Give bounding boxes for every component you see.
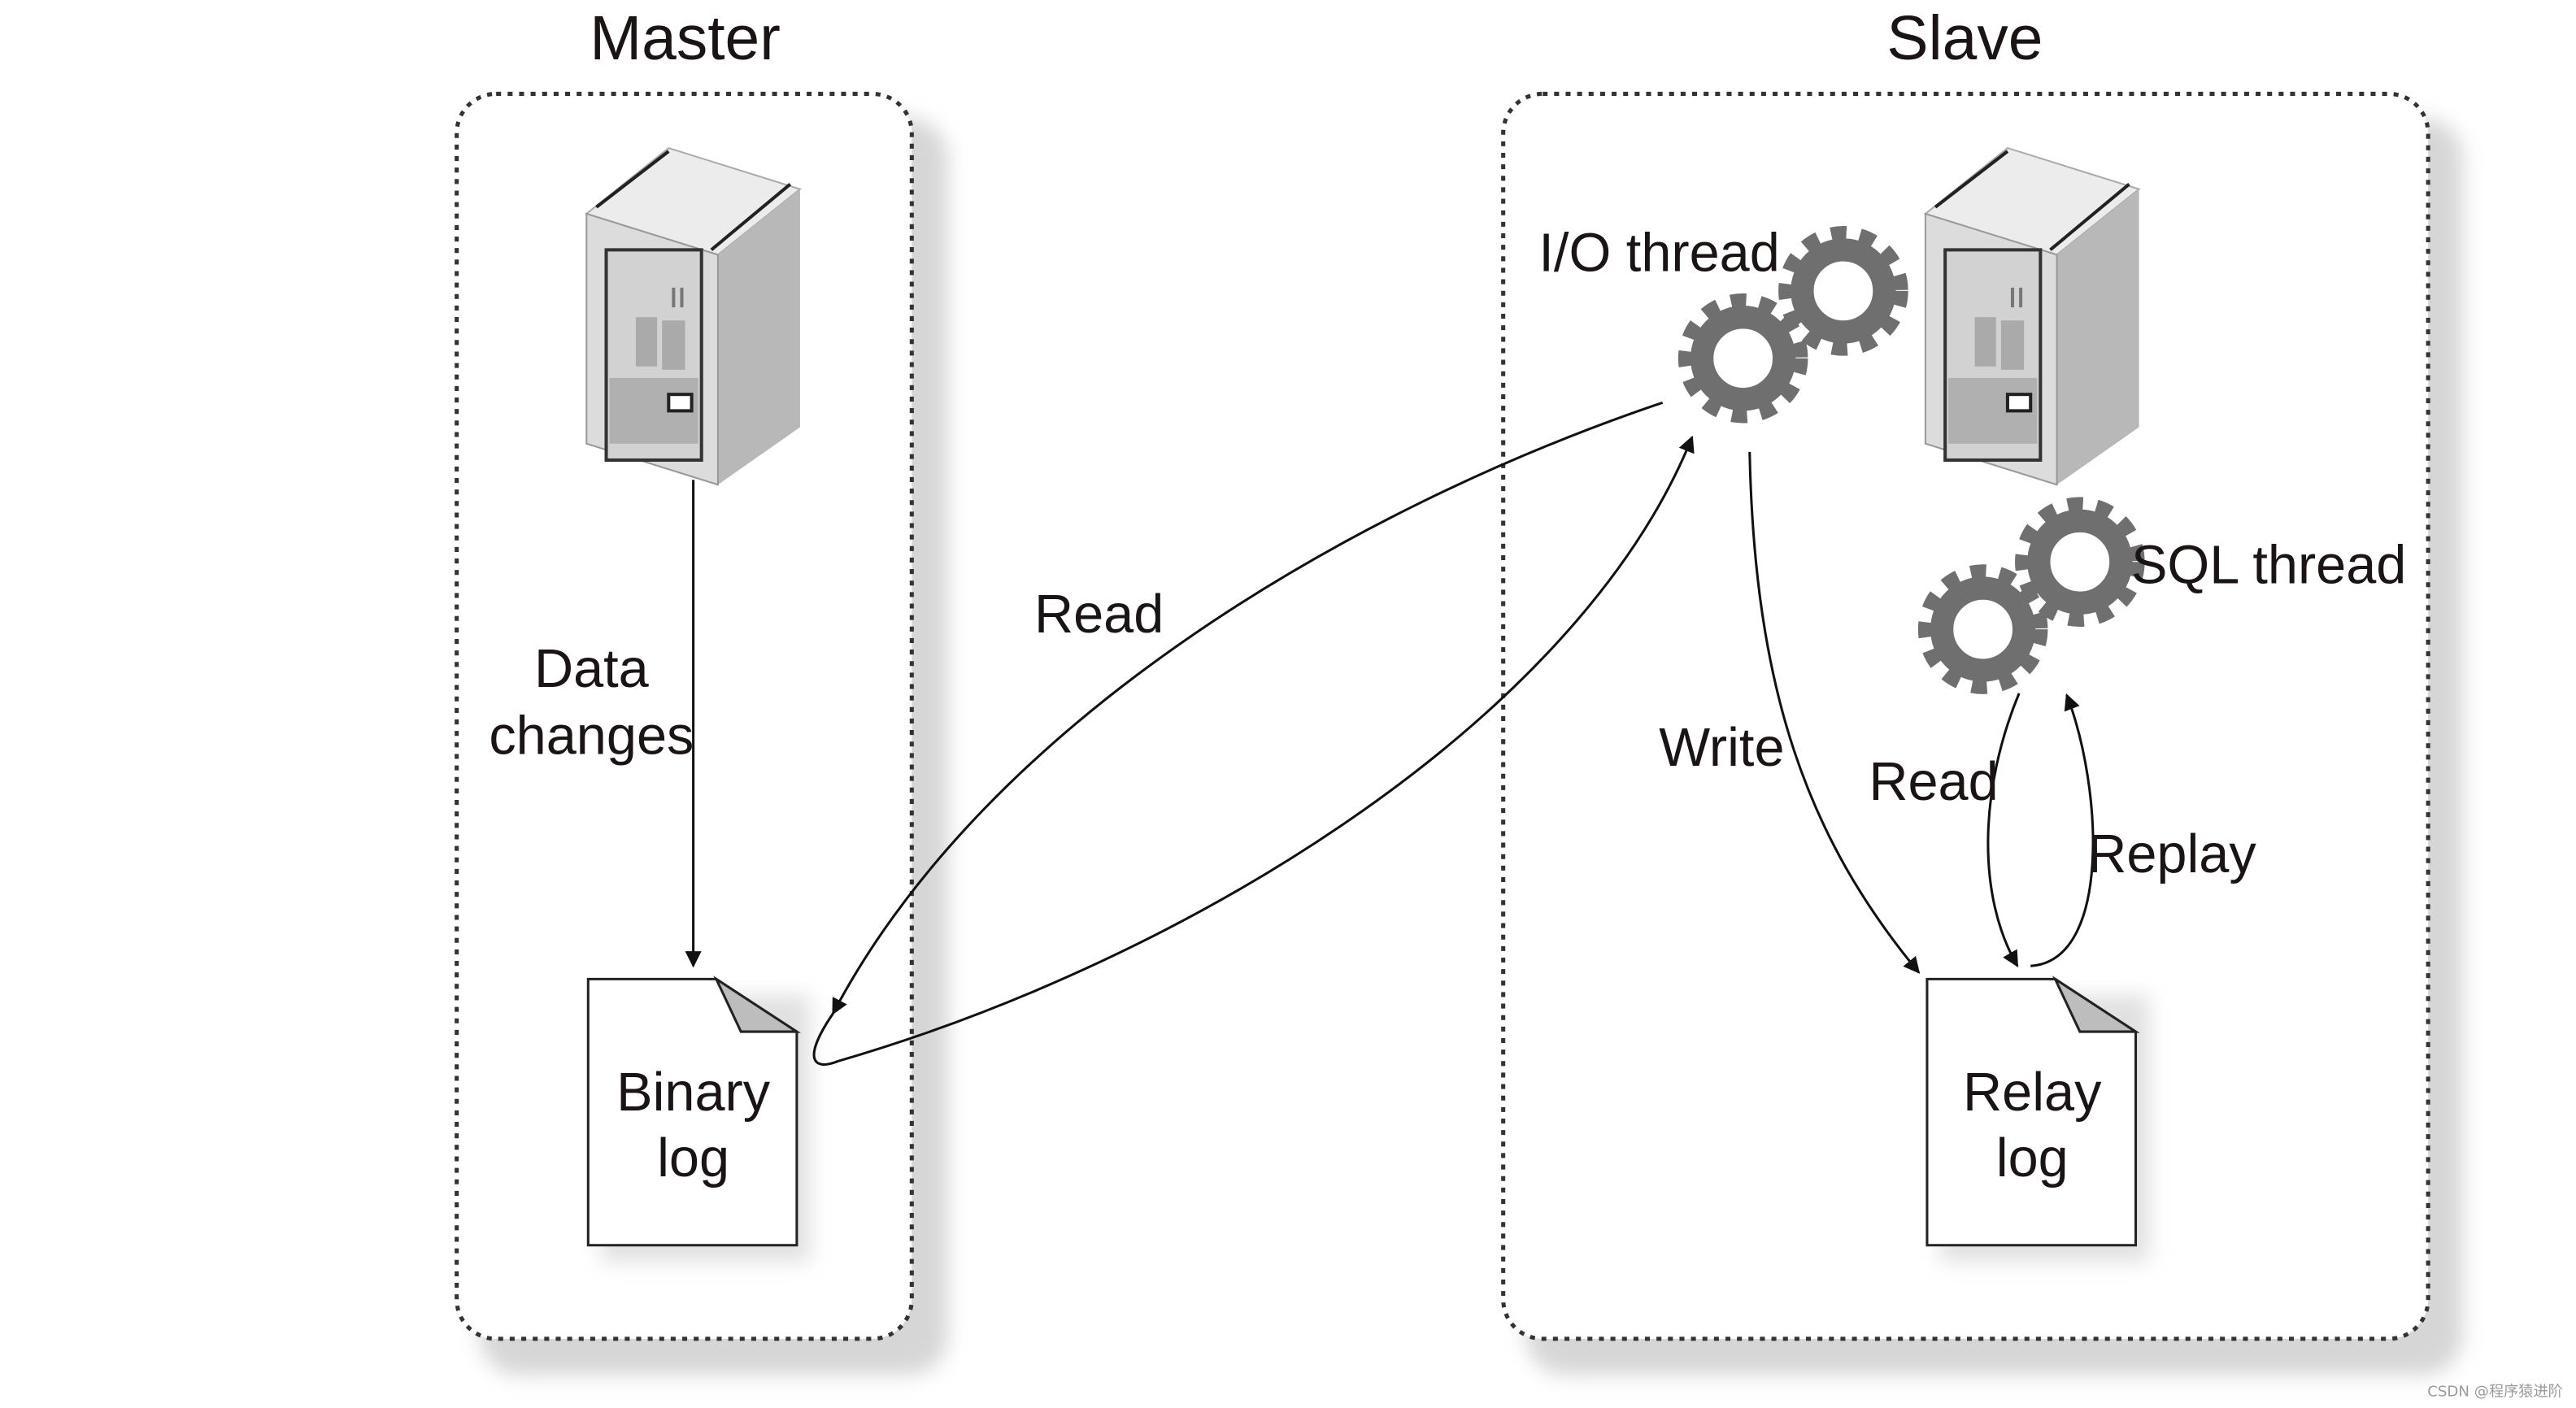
read-label: Read	[1034, 584, 1164, 645]
slave-server-icon	[1925, 148, 2139, 485]
sql-read-arrow	[1986, 693, 2021, 968]
master-server-icon	[586, 148, 800, 485]
data-changes-label-2: changes	[489, 706, 694, 767]
master-box: Master Data changes Binary log	[455, 4, 914, 1341]
write-arrow	[1748, 451, 1921, 974]
write-label: Write	[1659, 718, 1784, 778]
sql-thread-label: SQL thread	[2131, 536, 2406, 596]
slave-box: Slave I/O thread SQL thread Write Read R…	[1501, 4, 2430, 1341]
sql-read-label: Read	[1869, 752, 1998, 812]
data-changes-label-1: Data	[534, 639, 650, 699]
master-title: Master	[590, 4, 781, 73]
slave-title: Slave	[1886, 4, 2043, 73]
binary-log-label-1: Binary	[616, 1063, 771, 1123]
replay-label: Replay	[2087, 824, 2256, 884]
binlog-to-io-arrow	[812, 435, 1695, 1066]
binary-log-label-2: log	[657, 1128, 729, 1189]
replay-arrow	[2030, 693, 2095, 967]
relay-log-label-1: Relay	[1963, 1063, 2102, 1123]
relay-log-label-2: log	[1996, 1128, 2069, 1189]
io-thread-label: I/O thread	[1538, 224, 1779, 284]
io-read-request-arrow	[832, 401, 1664, 1015]
watermark: CSDN @程序猿进阶	[2427, 1384, 2563, 1401]
